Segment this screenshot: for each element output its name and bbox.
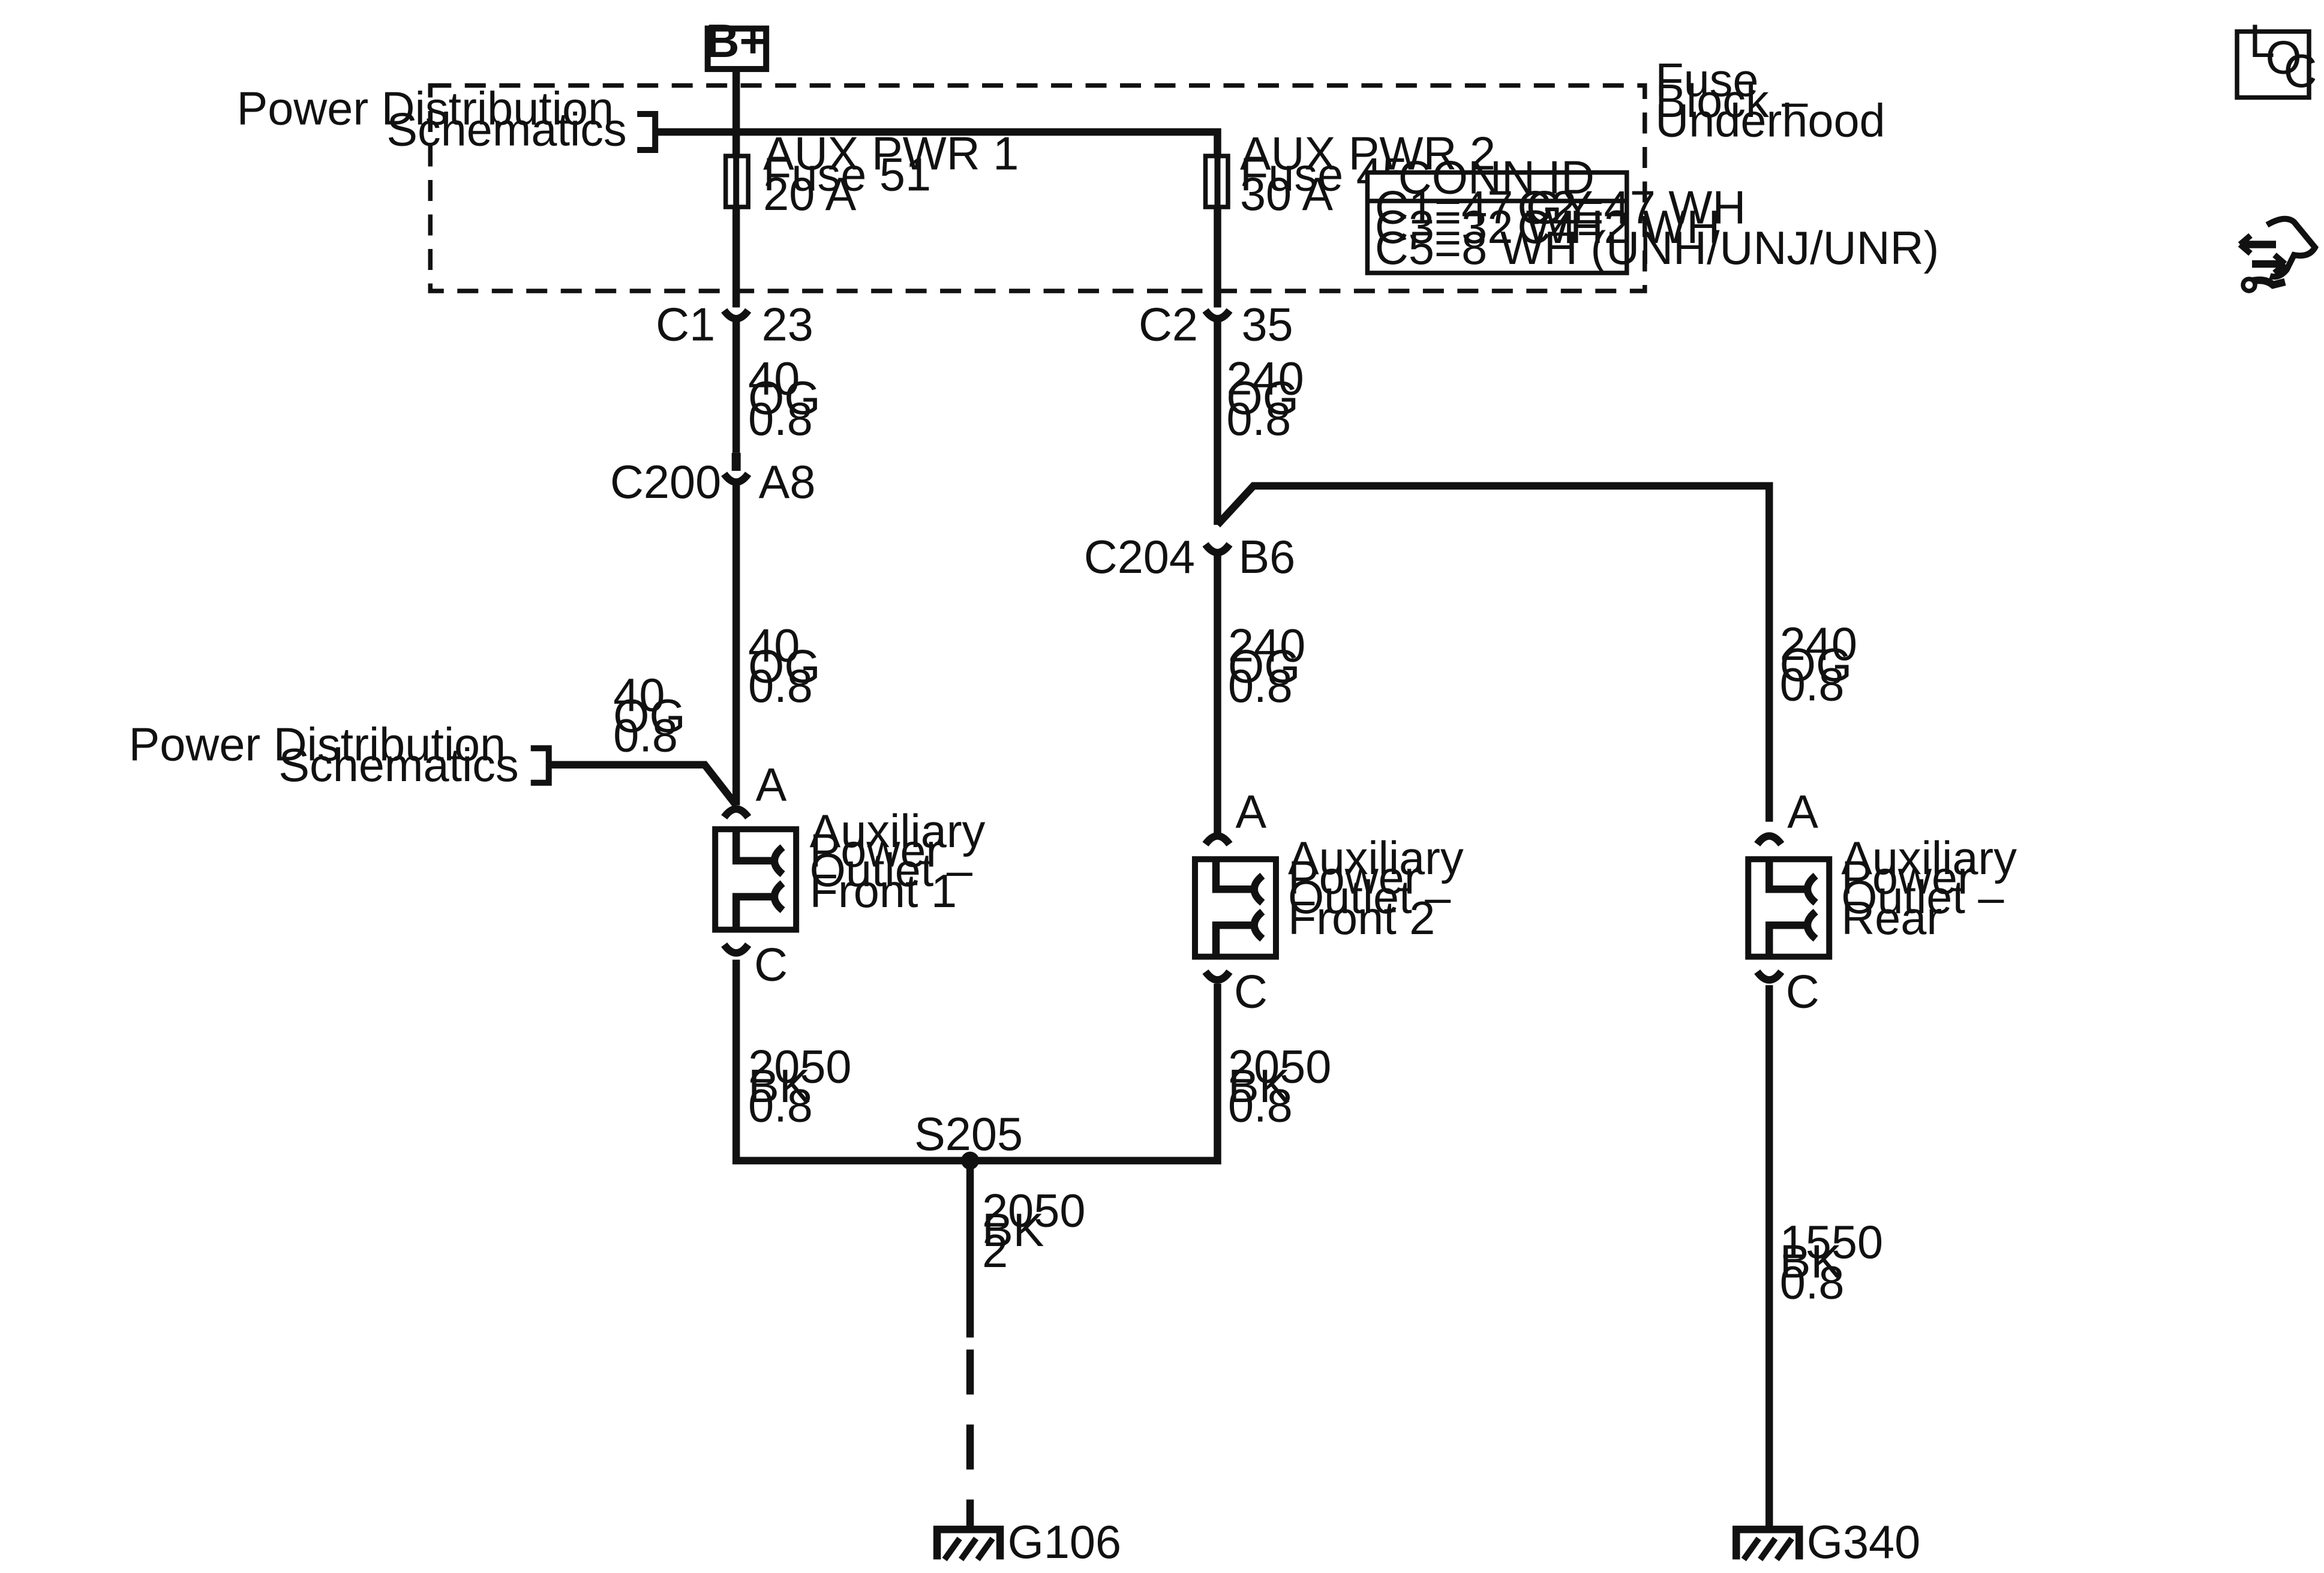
- conn-id-table: CONN ID C1=47 GY C2=47 WH C3=32 WH C4=2 …: [1365, 152, 1939, 275]
- c2-connector-symbol: [1202, 308, 1233, 323]
- outlet-rear-label: Auxiliary Power Outlet – Rear: [1841, 833, 2029, 944]
- outlet-front-2-pin-c: C: [1234, 966, 1268, 1018]
- power-ref-left-bracket: [530, 745, 552, 786]
- outlet-rear-pin-a-symbol: [1754, 832, 1785, 847]
- ground-g340-symbol: [1733, 1526, 1803, 1562]
- c2-connector-name: C2: [1139, 299, 1198, 350]
- c204-connector-name: C204: [1084, 532, 1195, 583]
- outlet-rear-pin-a: A: [1787, 786, 1818, 838]
- battery-supply-label: B+: [706, 16, 767, 67]
- hand-wrench-icon[interactable]: [2238, 215, 2319, 293]
- fuse-1-label: AUX PWR 1 Fuse 51 20 A: [763, 128, 1032, 220]
- wire-label-w5: 240 OG 0.8: [1228, 620, 1319, 712]
- outlet-front-1-label: Auxiliary Power Outlet – Front 1: [810, 806, 998, 917]
- wire-label-w8: 2050 BK 0.8: [1228, 1041, 1344, 1132]
- conn-id-cell: C5=8 WH (UNH/UNJ/UNR): [1375, 223, 1939, 274]
- c200-connector-pin: A8: [759, 457, 816, 508]
- outlet-front-2-label: Auxiliary Power Outlet – Front 2: [1288, 833, 1476, 944]
- wire-label-w6: 240 OG 0.8: [1780, 619, 1870, 710]
- outlet-rear: [1745, 832, 1833, 984]
- outlet-front-1-pin-a: A: [756, 760, 787, 811]
- conn-id-cell: C3=32 WH: [1375, 202, 1604, 253]
- bus-wire: [655, 128, 1221, 157]
- wire-40-og-branch: [548, 761, 740, 808]
- fuse-block-label: Fuse Block – Underhood: [1655, 55, 1885, 146]
- c204-connector-symbol: [1202, 542, 1233, 557]
- svg-text:L: L: [2249, 16, 2275, 67]
- conn-id-cell: C1=47 GY: [1375, 182, 1593, 233]
- outlet-front-2-pin-a: A: [1235, 786, 1266, 838]
- outlet-front-1-pin-c: C: [754, 939, 788, 991]
- outlet-front-2-pin-a-symbol: [1202, 832, 1233, 847]
- wire-label-w10: 1550 BK 0.8: [1780, 1217, 1896, 1308]
- conn-id-cell: C2=47 WH: [1517, 182, 1746, 233]
- c204-connector-pin: B6: [1238, 532, 1295, 583]
- power-ref-left-label: Power Distribution Schematics: [129, 719, 519, 791]
- outlet-front-2-pin-c-symbol: [1202, 969, 1233, 984]
- svg-text:O: O: [2266, 32, 2302, 84]
- loc-icon[interactable]: L O C: [2235, 16, 2317, 100]
- outlet-front-1: [712, 805, 800, 957]
- outlet-rear-pin-c: C: [1786, 966, 1819, 1018]
- wire-240-og-rear-branch: [1214, 482, 1773, 822]
- wire-label-w9: 2050 BK 2: [982, 1185, 1098, 1277]
- wire-label-w2: 240 OG 0.8: [1226, 353, 1317, 445]
- wire-label-w4: 40 OG 0.8: [613, 670, 698, 761]
- c2-connector-pin: 35: [1241, 299, 1293, 350]
- power-ref-top-bracket: [637, 111, 659, 154]
- fuse-block-outline: [428, 83, 1647, 293]
- outlet-front-1-pin-a-symbol: [721, 805, 752, 820]
- c1-connector-name: C1: [656, 299, 715, 350]
- conn-id-title: CONN ID: [1398, 152, 1595, 204]
- c1-connector-symbol: [721, 308, 752, 323]
- outlet-rear-pin-c-symbol: [1754, 969, 1785, 984]
- bus-junction: [731, 127, 741, 137]
- outlet-front-2: [1191, 832, 1279, 984]
- wire-label-w3: 40 OG 0.8: [748, 620, 833, 712]
- ground-g106-symbol: [933, 1526, 1004, 1562]
- power-ref-top-label: Power Distribution Schematics: [237, 83, 627, 156]
- wire-label-w1: 40 OG 0.8: [748, 353, 833, 445]
- conn-id-cell: C4=2 WH: [1517, 202, 1720, 253]
- c1-connector-pin: 23: [762, 299, 813, 350]
- svg-text:C: C: [2284, 46, 2317, 97]
- splice-s205-label: S205: [914, 1109, 1023, 1160]
- outlet-front-1-pin-c-symbol: [721, 942, 752, 957]
- ground-g340-label: G340: [1807, 1517, 1921, 1568]
- wire-label-w7: 2050 BK 0.8: [748, 1041, 864, 1132]
- c200-connector-name: C200: [610, 457, 721, 508]
- ground-g106-label: G106: [1008, 1517, 1122, 1568]
- c200-connector-cup: [721, 471, 752, 486]
- c200-connector-symbol: [731, 452, 741, 471]
